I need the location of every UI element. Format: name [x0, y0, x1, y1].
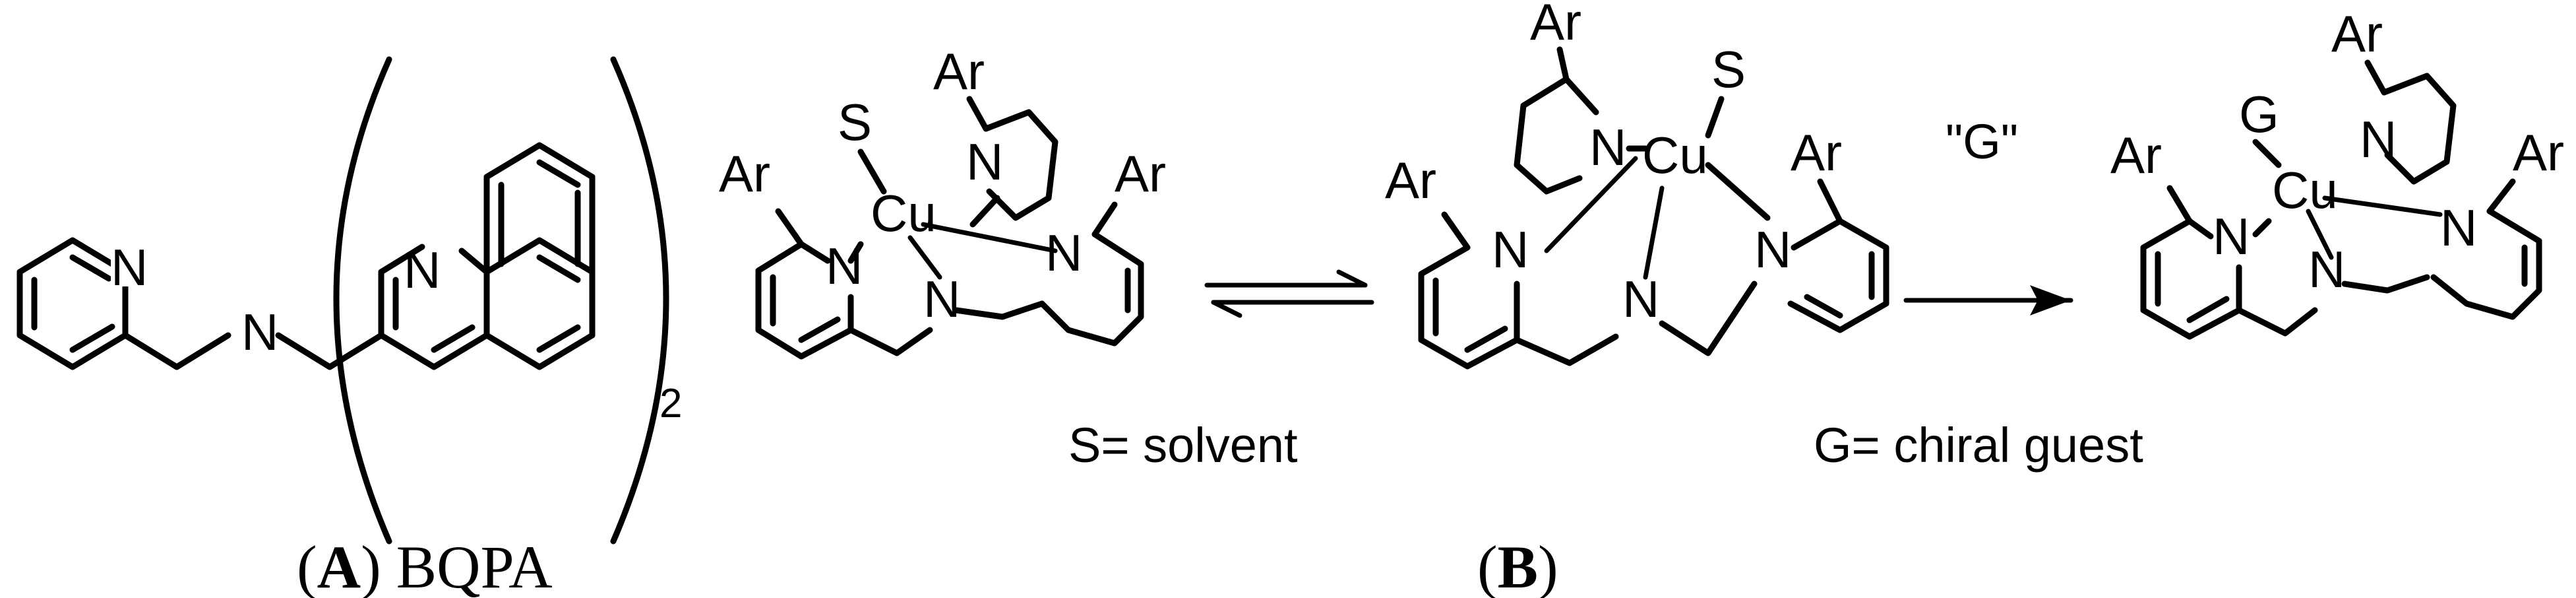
complex-solvent: Ar N Cu S N Ar N Ar N: [719, 42, 1166, 360]
pyridine-n-right-g: N: [2440, 199, 2477, 257]
ar-top-b: Ar: [1530, 0, 1581, 51]
pyridine-n-top-b: N: [1589, 118, 1626, 176]
pyridine-n-right-b: N: [1754, 220, 1791, 279]
guest-g: G: [2239, 85, 2279, 143]
reagent-label: "G": [1946, 114, 2018, 169]
complex-b: Ar N N Cu S Ar N N Ar: [1385, 0, 1889, 370]
ar-top-g: Ar: [2331, 5, 2383, 63]
quinoline-ring: [378, 142, 596, 370]
cu-center: Cu: [871, 184, 936, 242]
label-b: (B): [1477, 533, 1558, 598]
ar-left-b: Ar: [1385, 151, 1436, 209]
ar-right-c1: Ar: [1115, 145, 1166, 203]
cu-center-b: Cu: [1642, 126, 1708, 184]
left-parenthesis: [333, 56, 392, 545]
caption-solvent: S= solvent: [1068, 418, 1298, 473]
solvent-s-b: S: [1711, 40, 1746, 98]
pyridine-n-top: N: [966, 133, 1003, 191]
equilibrium-arrows: [1204, 269, 1374, 318]
pyridine-ring: [16, 237, 129, 370]
amine-n-c1: N: [923, 270, 960, 328]
amine-n-b: N: [1622, 270, 1659, 328]
ar-top: Ar: [933, 42, 985, 100]
pyridine-n-left-g: N: [2213, 207, 2250, 265]
caption-guest: G= chiral guest: [1814, 418, 2143, 473]
solvent-s: S: [838, 93, 872, 151]
ar-left: Ar: [719, 145, 770, 203]
reaction-arrow: "G": [1903, 114, 2073, 316]
ar-right-b: Ar: [1791, 123, 1842, 182]
cu-center-g: Cu: [2272, 161, 2338, 219]
label-a: (A) BQPA: [297, 533, 553, 598]
quinoline-n: N: [404, 241, 441, 299]
right-parenthesis: [610, 56, 669, 545]
ar-left-g: Ar: [2110, 126, 2162, 184]
pyridine-n: N: [111, 238, 148, 296]
ar-right-g: Ar: [2513, 123, 2564, 182]
amine-n: N: [241, 303, 278, 361]
bqpa-structure: N N N 2: [16, 56, 682, 545]
complex-guest: Ar N Cu G N Ar N Ar N: [2110, 5, 2564, 340]
pyridine-n-left-b: N: [1492, 220, 1529, 279]
bqpa-subscript: 2: [659, 381, 682, 426]
pyridine-n-right: N: [1045, 224, 1082, 282]
pyridine-n-top-g: N: [2360, 110, 2397, 168]
